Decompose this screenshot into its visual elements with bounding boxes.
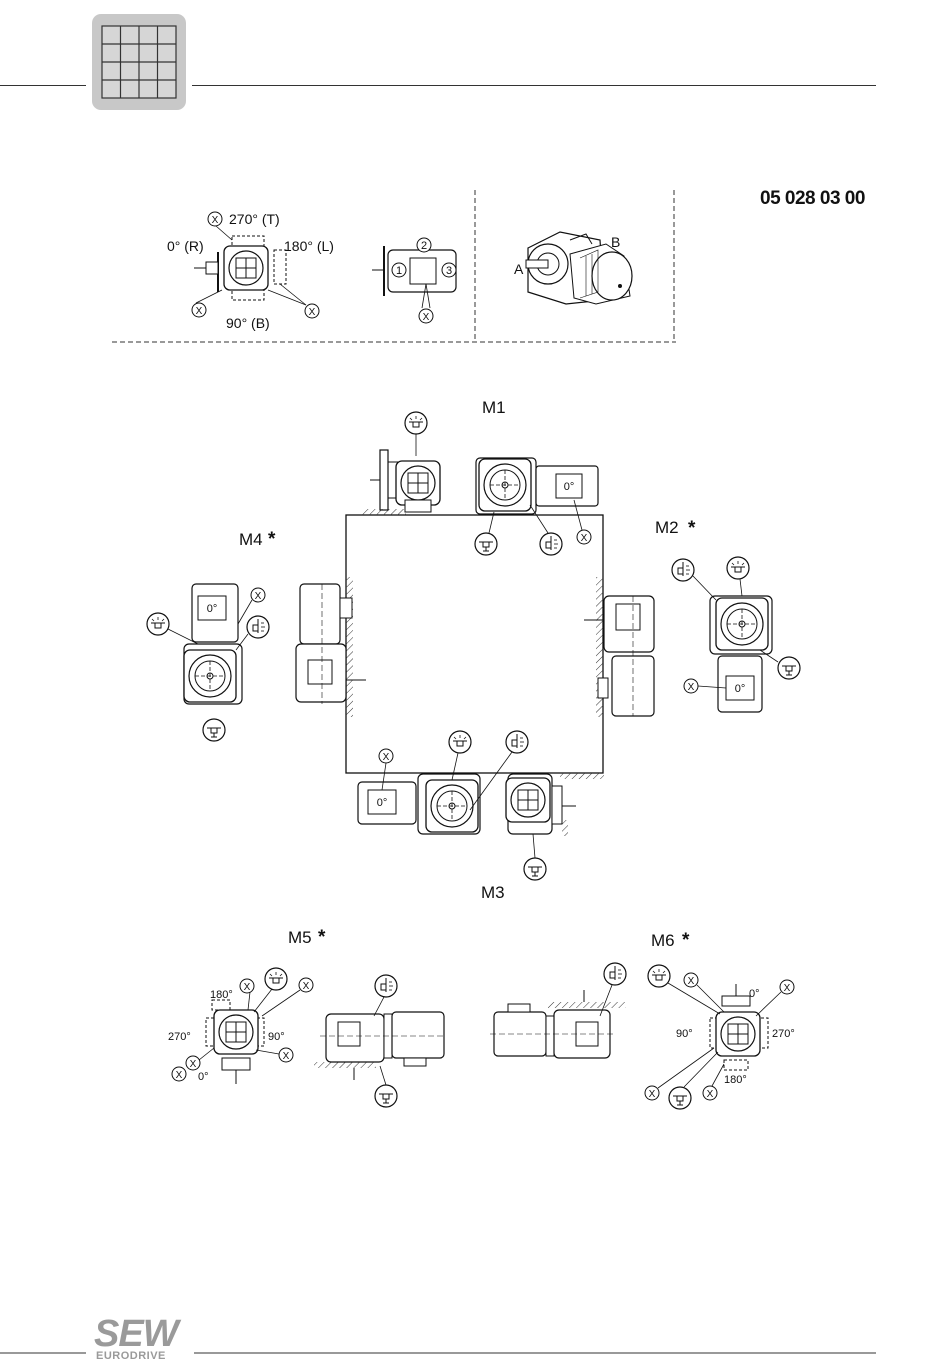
position-m1-label: M1 [482, 398, 506, 417]
x-mark: X [784, 983, 791, 994]
x-mark: X [212, 215, 219, 226]
x-mark: X [196, 306, 203, 317]
terminal-box-position-drawing [372, 246, 456, 308]
x-mark: X [303, 981, 310, 992]
terminal-box-0: 0° [564, 481, 575, 493]
x-mark: X [190, 1059, 197, 1070]
m4-group: 0° X [147, 584, 366, 741]
position-m2-label: M2 [655, 518, 679, 537]
x-mark: X [244, 982, 251, 993]
x-mark: X [176, 1070, 183, 1081]
asterisk: * [682, 930, 690, 951]
m6-angle-180: 180° [724, 1074, 747, 1086]
m5-group: 180° 270° 90° 0° X X X X X [168, 968, 446, 1107]
view-a-label: A [514, 261, 524, 277]
angle-top-label: 270° (T) [229, 211, 280, 227]
angle-right-label: 180° (L) [284, 238, 334, 254]
m2-group: 0° X [584, 557, 800, 716]
box-pos-1: 1 [396, 265, 402, 277]
m6-angle-270: 270° [772, 1028, 795, 1040]
position-m6-label: M6 [651, 931, 675, 950]
x-mark: X [688, 976, 695, 987]
angle-left-label: 0° (R) [167, 238, 204, 254]
position-m3-label: M3 [481, 883, 505, 902]
terminal-box-0: 0° [207, 603, 218, 615]
x-mark: X [255, 591, 262, 602]
m5-angle-0: 0° [198, 1071, 209, 1083]
position-m4-label: M4 [239, 530, 263, 549]
m6-angle-0: 0° [749, 988, 760, 1000]
reference-cube [346, 509, 604, 779]
view-b-label: B [611, 234, 620, 250]
x-mark: X [688, 682, 695, 693]
legend-panel: X 270° (T) 0° (R) 180° (L) 90° (B) X X 1… [112, 190, 676, 342]
terminal-box-0: 0° [735, 683, 746, 695]
x-mark: X [423, 312, 430, 323]
sew-logo: SEW [94, 1313, 182, 1355]
m5-angle-90: 90° [268, 1031, 285, 1043]
asterisk: * [268, 529, 276, 550]
x-mark: X [383, 752, 390, 763]
x-mark: X [581, 533, 588, 544]
box-pos-3: 3 [446, 265, 452, 277]
angle-bottom-label: 90° (B) [226, 315, 270, 331]
asterisk: * [688, 518, 696, 539]
x-mark: X [649, 1089, 656, 1100]
m5-angle-270: 270° [168, 1031, 191, 1043]
asterisk: * [318, 927, 326, 948]
x-mark: X [283, 1051, 290, 1062]
x-mark: X [309, 307, 316, 318]
x-mark: X [707, 1089, 714, 1100]
box-pos-2: 2 [421, 240, 427, 252]
m5-angle-180: 180° [210, 989, 233, 1001]
m6-group: 0° 90° 270° 180° X X X X [490, 963, 795, 1109]
m6-angle-90: 90° [676, 1028, 693, 1040]
terminal-box-0: 0° [377, 797, 388, 809]
position-m5-label: M5 [288, 928, 312, 947]
eurodrive-logo: EURODRIVE [96, 1350, 166, 1360]
